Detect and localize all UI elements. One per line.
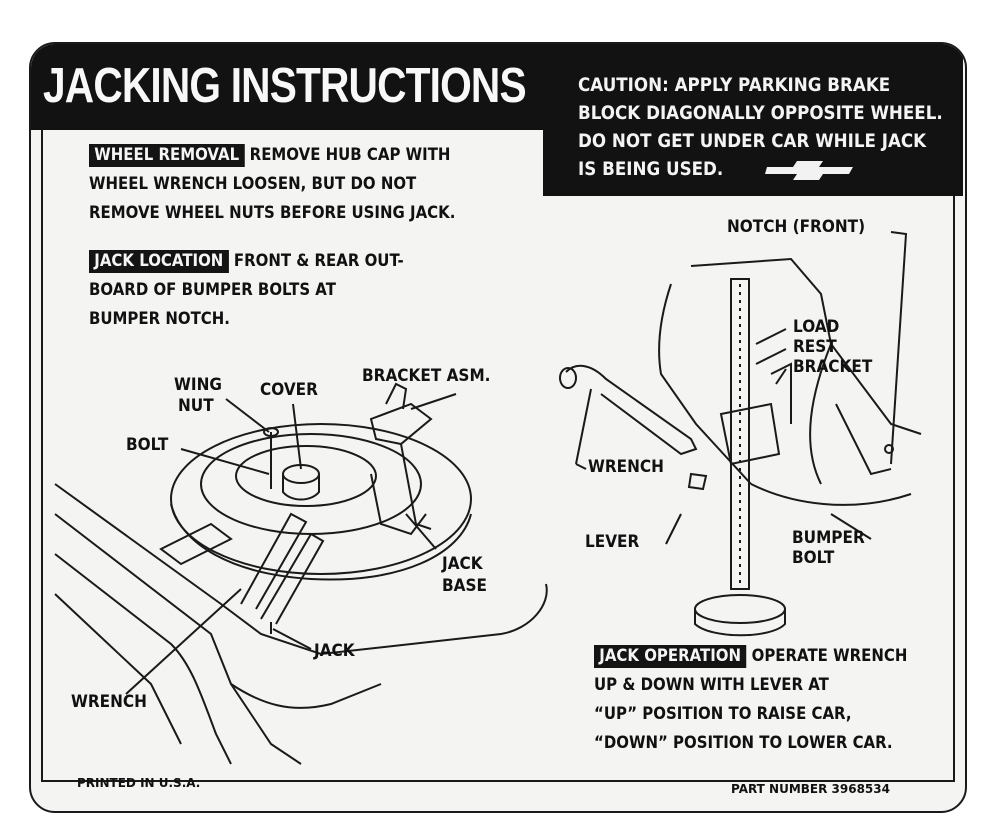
chevrolet-bowtie-logo: [765, 161, 853, 180]
jack-operation-line-2: UP & DOWN WITH LEVER AT: [594, 675, 829, 695]
label-bracket-asm: BRACKET ASM.: [362, 366, 491, 386]
wheel-removal-line-1: REMOVE HUB CAP WITH: [249, 145, 451, 165]
wheel-removal-tag: WHEEL REMOVAL: [89, 144, 245, 167]
jack-operation-line-3: “UP” POSITION TO RAISE CAR,: [594, 704, 852, 724]
jack-location-tag: JACK LOCATION: [89, 250, 229, 273]
jack-location-line-3: BUMPER NOTCH.: [89, 309, 230, 329]
wheel-removal-line-3: REMOVE WHEEL NUTS BEFORE USING JACK.: [89, 203, 456, 223]
label-notch-front: NOTCH (FRONT): [727, 217, 866, 237]
label-bumper-bolt: BOLT: [792, 548, 835, 568]
part-number: PART NUMBER 3968534: [731, 782, 890, 796]
label-wing: WING: [174, 375, 222, 395]
printed-in-usa: PRINTED IN U.S.A.: [77, 776, 201, 790]
label-nut: NUT: [178, 396, 214, 416]
caution-line-2: BLOCK DIAGONALLY OPPOSITE WHEEL.: [578, 102, 943, 124]
caution-line-1: CAUTION: APPLY PARKING BRAKE: [578, 74, 891, 96]
label-wrench-left: WRENCH: [71, 692, 147, 712]
jack-location-line-1: FRONT & REAR OUT-: [233, 251, 404, 271]
label-rest: REST: [793, 337, 837, 357]
decal-title: JACKING INSTRUCTIONS: [43, 59, 527, 113]
label-bumper: BUMPER: [792, 528, 865, 548]
jack-operation-line-1: OPERATE WRENCH: [751, 646, 908, 666]
caution-line-3: DO NOT GET UNDER CAR WHILE JACK: [578, 130, 927, 152]
label-bracket: BRACKET: [793, 357, 873, 377]
wheel-removal-line-2: WHEEL WRENCH LOOSEN, BUT DO NOT: [89, 174, 417, 194]
caution-line-4: IS BEING USED.: [578, 158, 724, 180]
jacking-instructions-decal: JACKING INSTRUCTIONS CAUTION: APPLY PARK…: [29, 42, 967, 813]
jack-operation-tag: JACK OPERATION: [594, 645, 747, 668]
label-cover: COVER: [260, 380, 318, 400]
jack-operation-line-4: “DOWN” POSITION TO LOWER CAR.: [594, 733, 893, 753]
label-jack-base-1: JACK: [442, 554, 483, 574]
label-jack: JACK: [314, 641, 355, 661]
label-lever: LEVER: [585, 532, 640, 552]
jack-location-line-2: BOARD OF BUMPER BOLTS AT: [89, 280, 336, 300]
label-jack-base-2: BASE: [442, 576, 487, 596]
label-load: LOAD: [793, 317, 840, 337]
label-wrench-right: WRENCH: [588, 457, 664, 477]
caution-panel: CAUTION: APPLY PARKING BRAKE BLOCK DIAGO…: [543, 44, 963, 196]
spare-tire-jack-diagram: [54, 231, 922, 765]
label-bolt: BOLT: [126, 435, 169, 455]
